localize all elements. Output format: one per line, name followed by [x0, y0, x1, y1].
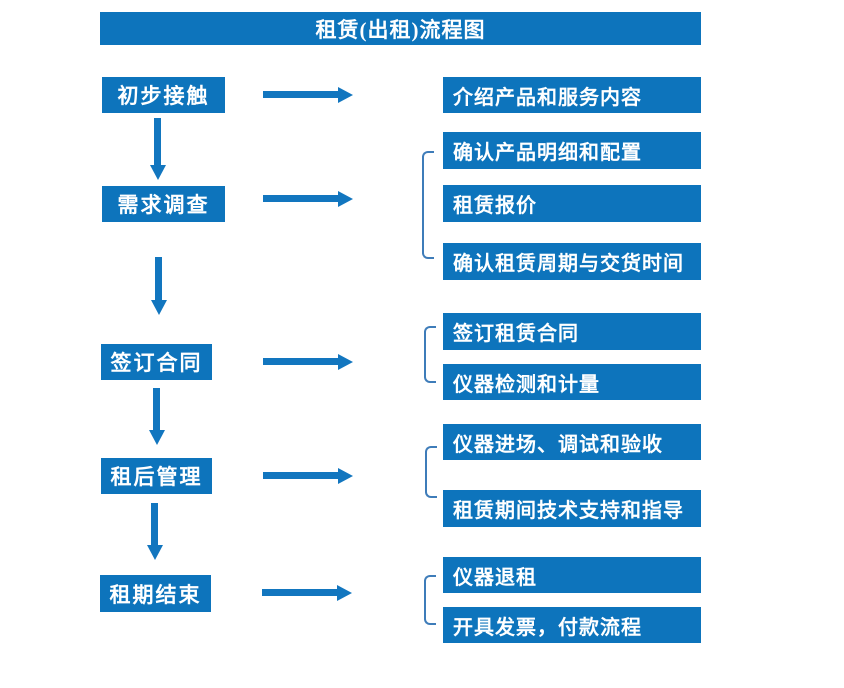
arrow-right-icon [263, 191, 353, 207]
arrow-head [151, 300, 167, 315]
arrow-shaft [263, 472, 340, 479]
arrow-down-icon [151, 257, 167, 315]
arrow-shaft [263, 91, 340, 98]
stage-box-rental-end: 租期结束 [100, 575, 211, 612]
arrow-head [338, 354, 353, 370]
group-bracket-icon [425, 446, 437, 498]
stage-box-sign-contract: 签订合同 [101, 344, 212, 380]
arrow-head [150, 165, 166, 180]
arrow-shaft [154, 118, 161, 167]
group-bracket-icon [424, 575, 436, 625]
detail-box-technical-support-guidance: 租赁期间技术支持和指导 [443, 490, 701, 527]
detail-box-confirm-product-details: 确认产品明细和配置 [443, 132, 701, 169]
detail-box-instrument-entry-commissioning: 仪器进场、调试和验收 [443, 424, 701, 460]
detail-box-instrument-testing-measurement: 仪器检测和计量 [443, 364, 701, 400]
detail-box-instrument-return: 仪器退租 [443, 557, 701, 593]
arrow-shaft [263, 358, 340, 365]
arrow-shaft [263, 195, 340, 202]
arrow-shaft [151, 503, 158, 547]
arrow-head [338, 87, 353, 103]
arrow-right-icon [263, 468, 353, 484]
detail-box-invoice-payment-process: 开具发票，付款流程 [443, 607, 701, 643]
arrow-head [338, 191, 353, 207]
arrow-head [338, 468, 353, 484]
detail-box-introduce-products-services: 介绍产品和服务内容 [443, 77, 701, 113]
arrow-head [337, 585, 352, 601]
arrow-down-icon [150, 118, 166, 180]
arrow-right-icon [263, 87, 353, 103]
arrow-shaft [262, 589, 339, 596]
arrow-right-icon [263, 354, 353, 370]
arrow-head [147, 545, 163, 560]
detail-box-rental-quotation: 租赁报价 [443, 185, 701, 222]
group-bracket-icon [424, 326, 436, 383]
flowchart-title: 租赁(出租)流程图 [100, 12, 701, 45]
stage-box-initial-contact: 初步接触 [102, 77, 225, 113]
detail-box-sign-rental-contract: 签订租赁合同 [443, 313, 701, 350]
detail-box-confirm-rental-period-delivery: 确认租赁周期与交货时间 [443, 243, 701, 280]
arrow-shaft [153, 388, 160, 432]
group-bracket-icon [422, 151, 434, 259]
stage-box-demand-survey: 需求调查 [102, 186, 225, 222]
arrow-down-icon [147, 503, 163, 560]
arrow-head [149, 430, 165, 445]
arrow-shaft [155, 257, 162, 302]
arrow-down-icon [149, 388, 165, 445]
stage-box-post-rental-management: 租后管理 [101, 458, 212, 494]
arrow-right-icon [262, 585, 352, 601]
